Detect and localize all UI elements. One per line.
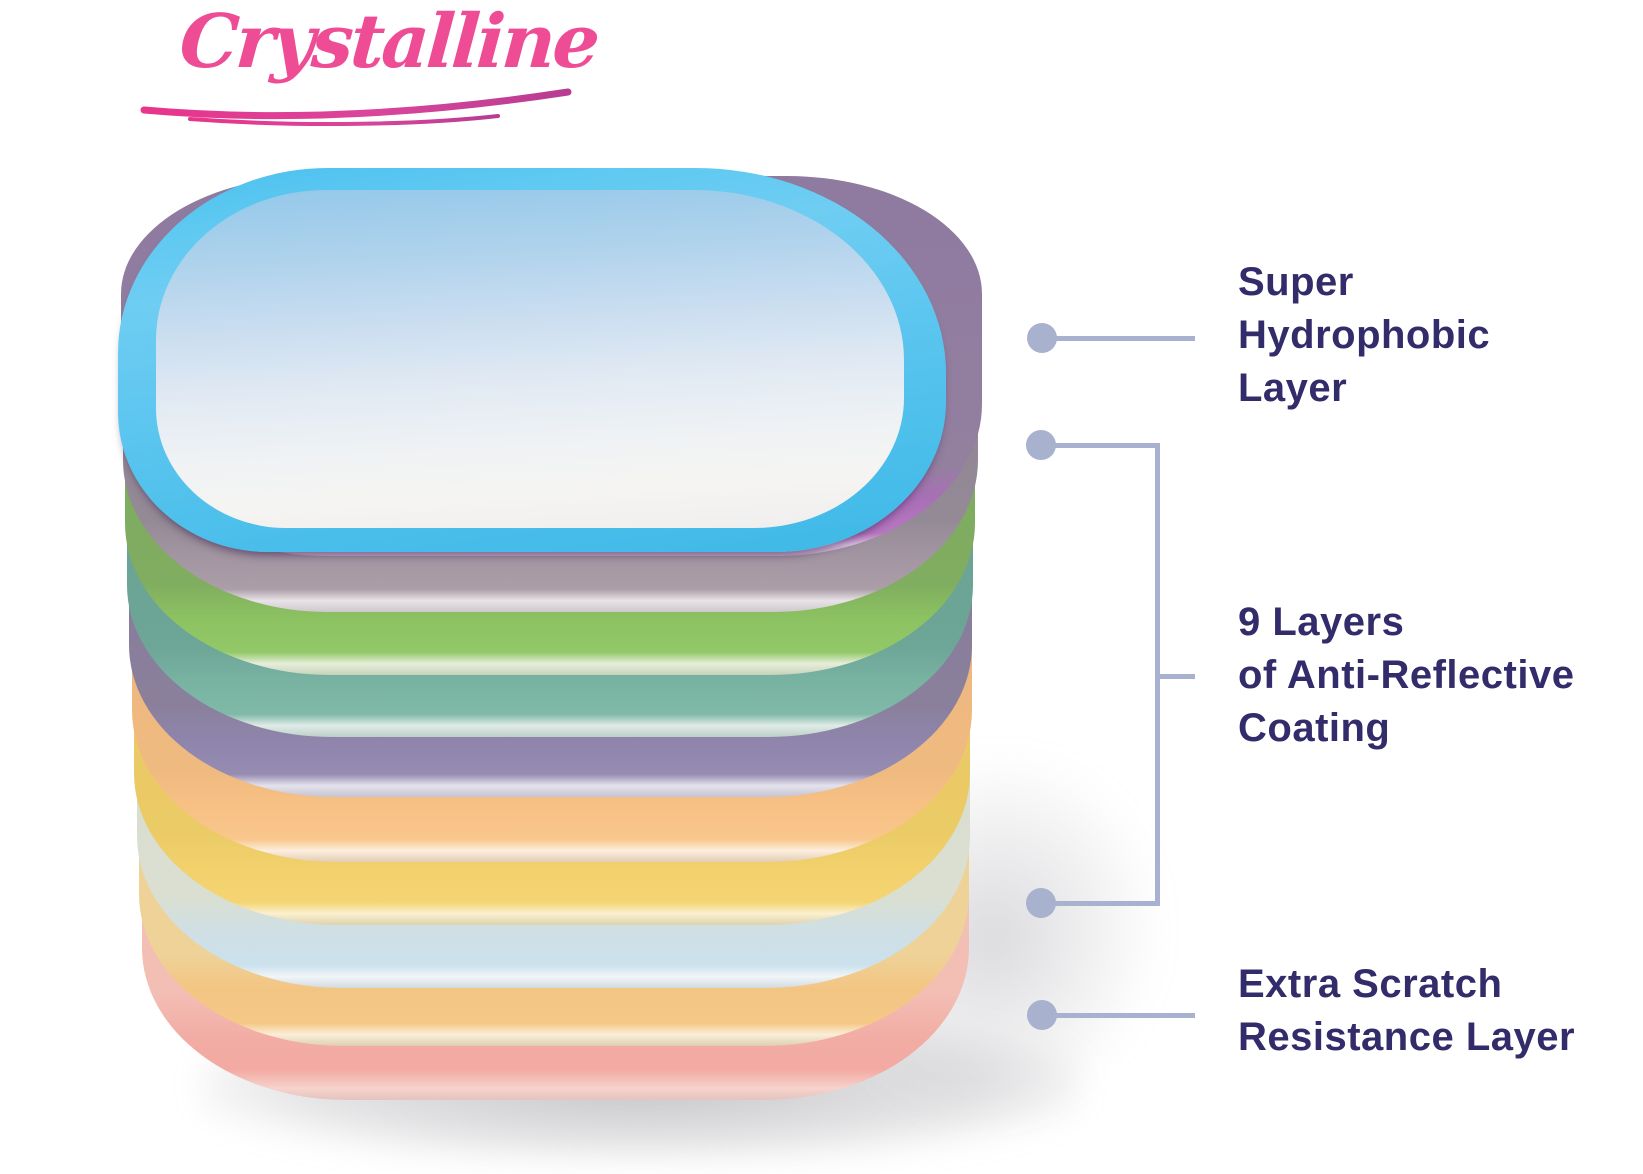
- bracket-top-line: [1041, 443, 1160, 448]
- connector-dot-ar-bottom: [1026, 888, 1056, 918]
- label-super-hydrophobic: Super Hydrophobic Layer: [1238, 260, 1491, 410]
- bracket-bottom-line: [1041, 901, 1160, 906]
- layer-super-hydrophobic: [118, 168, 946, 552]
- bracket-middle-tick: [1157, 674, 1195, 679]
- label-anti-reflective: 9 Layers of Anti-Reflective Coating: [1238, 600, 1575, 750]
- connector-line-hydrophobic: [1042, 336, 1195, 341]
- connector-line-scratch: [1042, 1013, 1195, 1018]
- label-scratch-resistance: Extra Scratch Resistance Layer: [1238, 962, 1576, 1059]
- brand-logo: Crystalline: [140, 0, 630, 140]
- brand-logo-text: Crystalline: [177, 0, 600, 85]
- logo-underline-swash: [140, 88, 572, 127]
- lens-top-face: [156, 190, 904, 528]
